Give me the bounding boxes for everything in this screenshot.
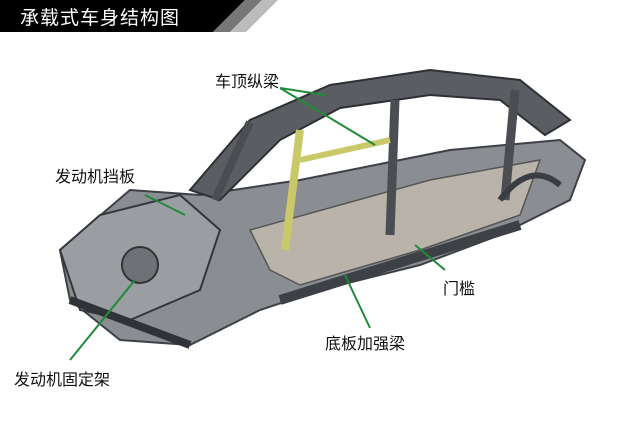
page-title: 承载式车身结构图 xyxy=(20,7,181,29)
label-floor-beam: 底板加强梁 xyxy=(325,334,406,353)
label-roof-rail: 车顶纵梁 xyxy=(215,72,280,91)
annotation-arrows xyxy=(69,87,446,361)
arrow-roof-rail-2 xyxy=(279,87,376,146)
label-sill: 门槛 xyxy=(443,279,476,298)
label-engine-mount: 发动机固定架 xyxy=(14,370,111,389)
arrow-floor-beam xyxy=(344,274,371,329)
label-firewall: 发动机挡板 xyxy=(55,167,136,186)
arrow-sill xyxy=(414,244,446,271)
banner-background xyxy=(0,0,278,32)
title-banner: 承载式车身结构图 xyxy=(0,0,640,32)
arrow-engine-mount xyxy=(69,279,136,361)
arrow-firewall xyxy=(144,194,186,216)
arrow-roof-rail-1 xyxy=(279,87,326,96)
